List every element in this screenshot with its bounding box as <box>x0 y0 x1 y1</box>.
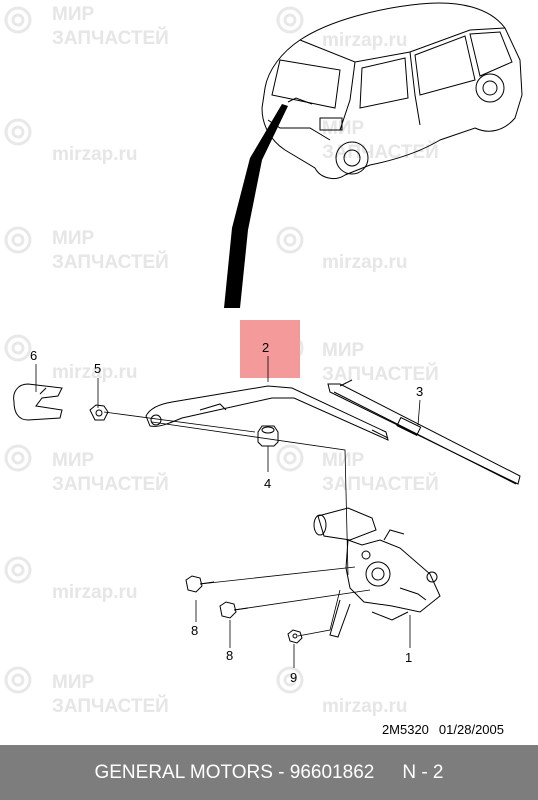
drawing-date: 01/28/2005 <box>438 722 504 737</box>
callout-8b: 8 <box>226 648 233 663</box>
callout-4: 4 <box>264 476 271 491</box>
part-wiper-motor <box>313 507 441 638</box>
watermark-line2: ЗАПЧАСТЕЙ <box>322 473 439 495</box>
part-wiper-arm <box>145 385 389 441</box>
watermark-site: mirzap.ru <box>322 696 408 717</box>
callout-9: 9 <box>290 670 297 685</box>
part-wiper-blade <box>327 379 521 485</box>
part-bolt-upper <box>185 575 215 593</box>
watermark-line1: МИР <box>52 4 94 25</box>
watermark-site: mirzap.ru <box>322 252 408 273</box>
watermark-site: mirzap.ru <box>52 362 138 383</box>
car-illustration <box>261 2 523 179</box>
callout-6: 6 <box>30 348 37 363</box>
watermark-site: mirzap.ru <box>52 144 138 165</box>
watermark-site: mirzap.ru <box>322 30 408 51</box>
watermark-line1: МИР <box>322 118 364 139</box>
watermark-line2: ЗАПЧАСТЕЙ <box>52 473 169 495</box>
drawing-reference: 2M5320 01/28/2005 <box>382 722 504 737</box>
watermark-line2: ЗАПЧАСТЕЙ <box>322 141 439 163</box>
watermark-line1: МИР <box>322 340 364 361</box>
highlight-box <box>240 320 300 378</box>
watermark-line2: ЗАПЧАСТЕЙ <box>52 27 169 49</box>
callout-2: 2 <box>262 340 269 355</box>
part-small-nut <box>287 629 303 644</box>
parts-diagram: МИР ЗАПЧАСТЕЙ mirzap.ru mirzap.ru МИР ЗА… <box>4 2 523 717</box>
footer-bar: GENERAL MOTORS - 96601862 N - 2 <box>0 745 538 800</box>
leader-pointer <box>224 104 288 308</box>
drawing-code: 2M5320 <box>381 722 429 737</box>
watermark-line1: МИР <box>322 450 364 471</box>
callout-1: 1 <box>405 650 412 665</box>
watermark-line1: МИР <box>52 450 94 471</box>
watermark: МИР ЗАПЧАСТЕЙ mirzap.ru mirzap.ru МИР ЗА… <box>4 4 439 717</box>
part-nut <box>89 404 109 421</box>
watermark-line2: ЗАПЧАСТЕЙ <box>52 695 169 717</box>
callout-8a: 8 <box>191 623 198 638</box>
watermark-logo-icon <box>4 6 304 694</box>
watermark-line2: ЗАПЧАСТЕЙ <box>52 251 169 273</box>
watermark-line1: МИР <box>52 228 94 249</box>
watermark-site: mirzap.ru <box>52 582 138 603</box>
footer-page: N - 2 <box>402 761 444 783</box>
watermark-line2: ЗАПЧАСТЕЙ <box>322 363 439 385</box>
leader-lines <box>35 356 421 668</box>
part-bolt-lower <box>219 601 249 619</box>
callout-3: 3 <box>416 384 423 399</box>
part-cap <box>13 383 63 421</box>
part-grommet <box>257 425 279 447</box>
footer-part-label: GENERAL MOTORS - 96601862 <box>94 761 375 783</box>
watermark-line1: МИР <box>52 672 94 693</box>
callout-5: 5 <box>94 361 101 376</box>
callout-labels: 2 3 6 5 4 8 8 9 1 <box>30 340 423 685</box>
